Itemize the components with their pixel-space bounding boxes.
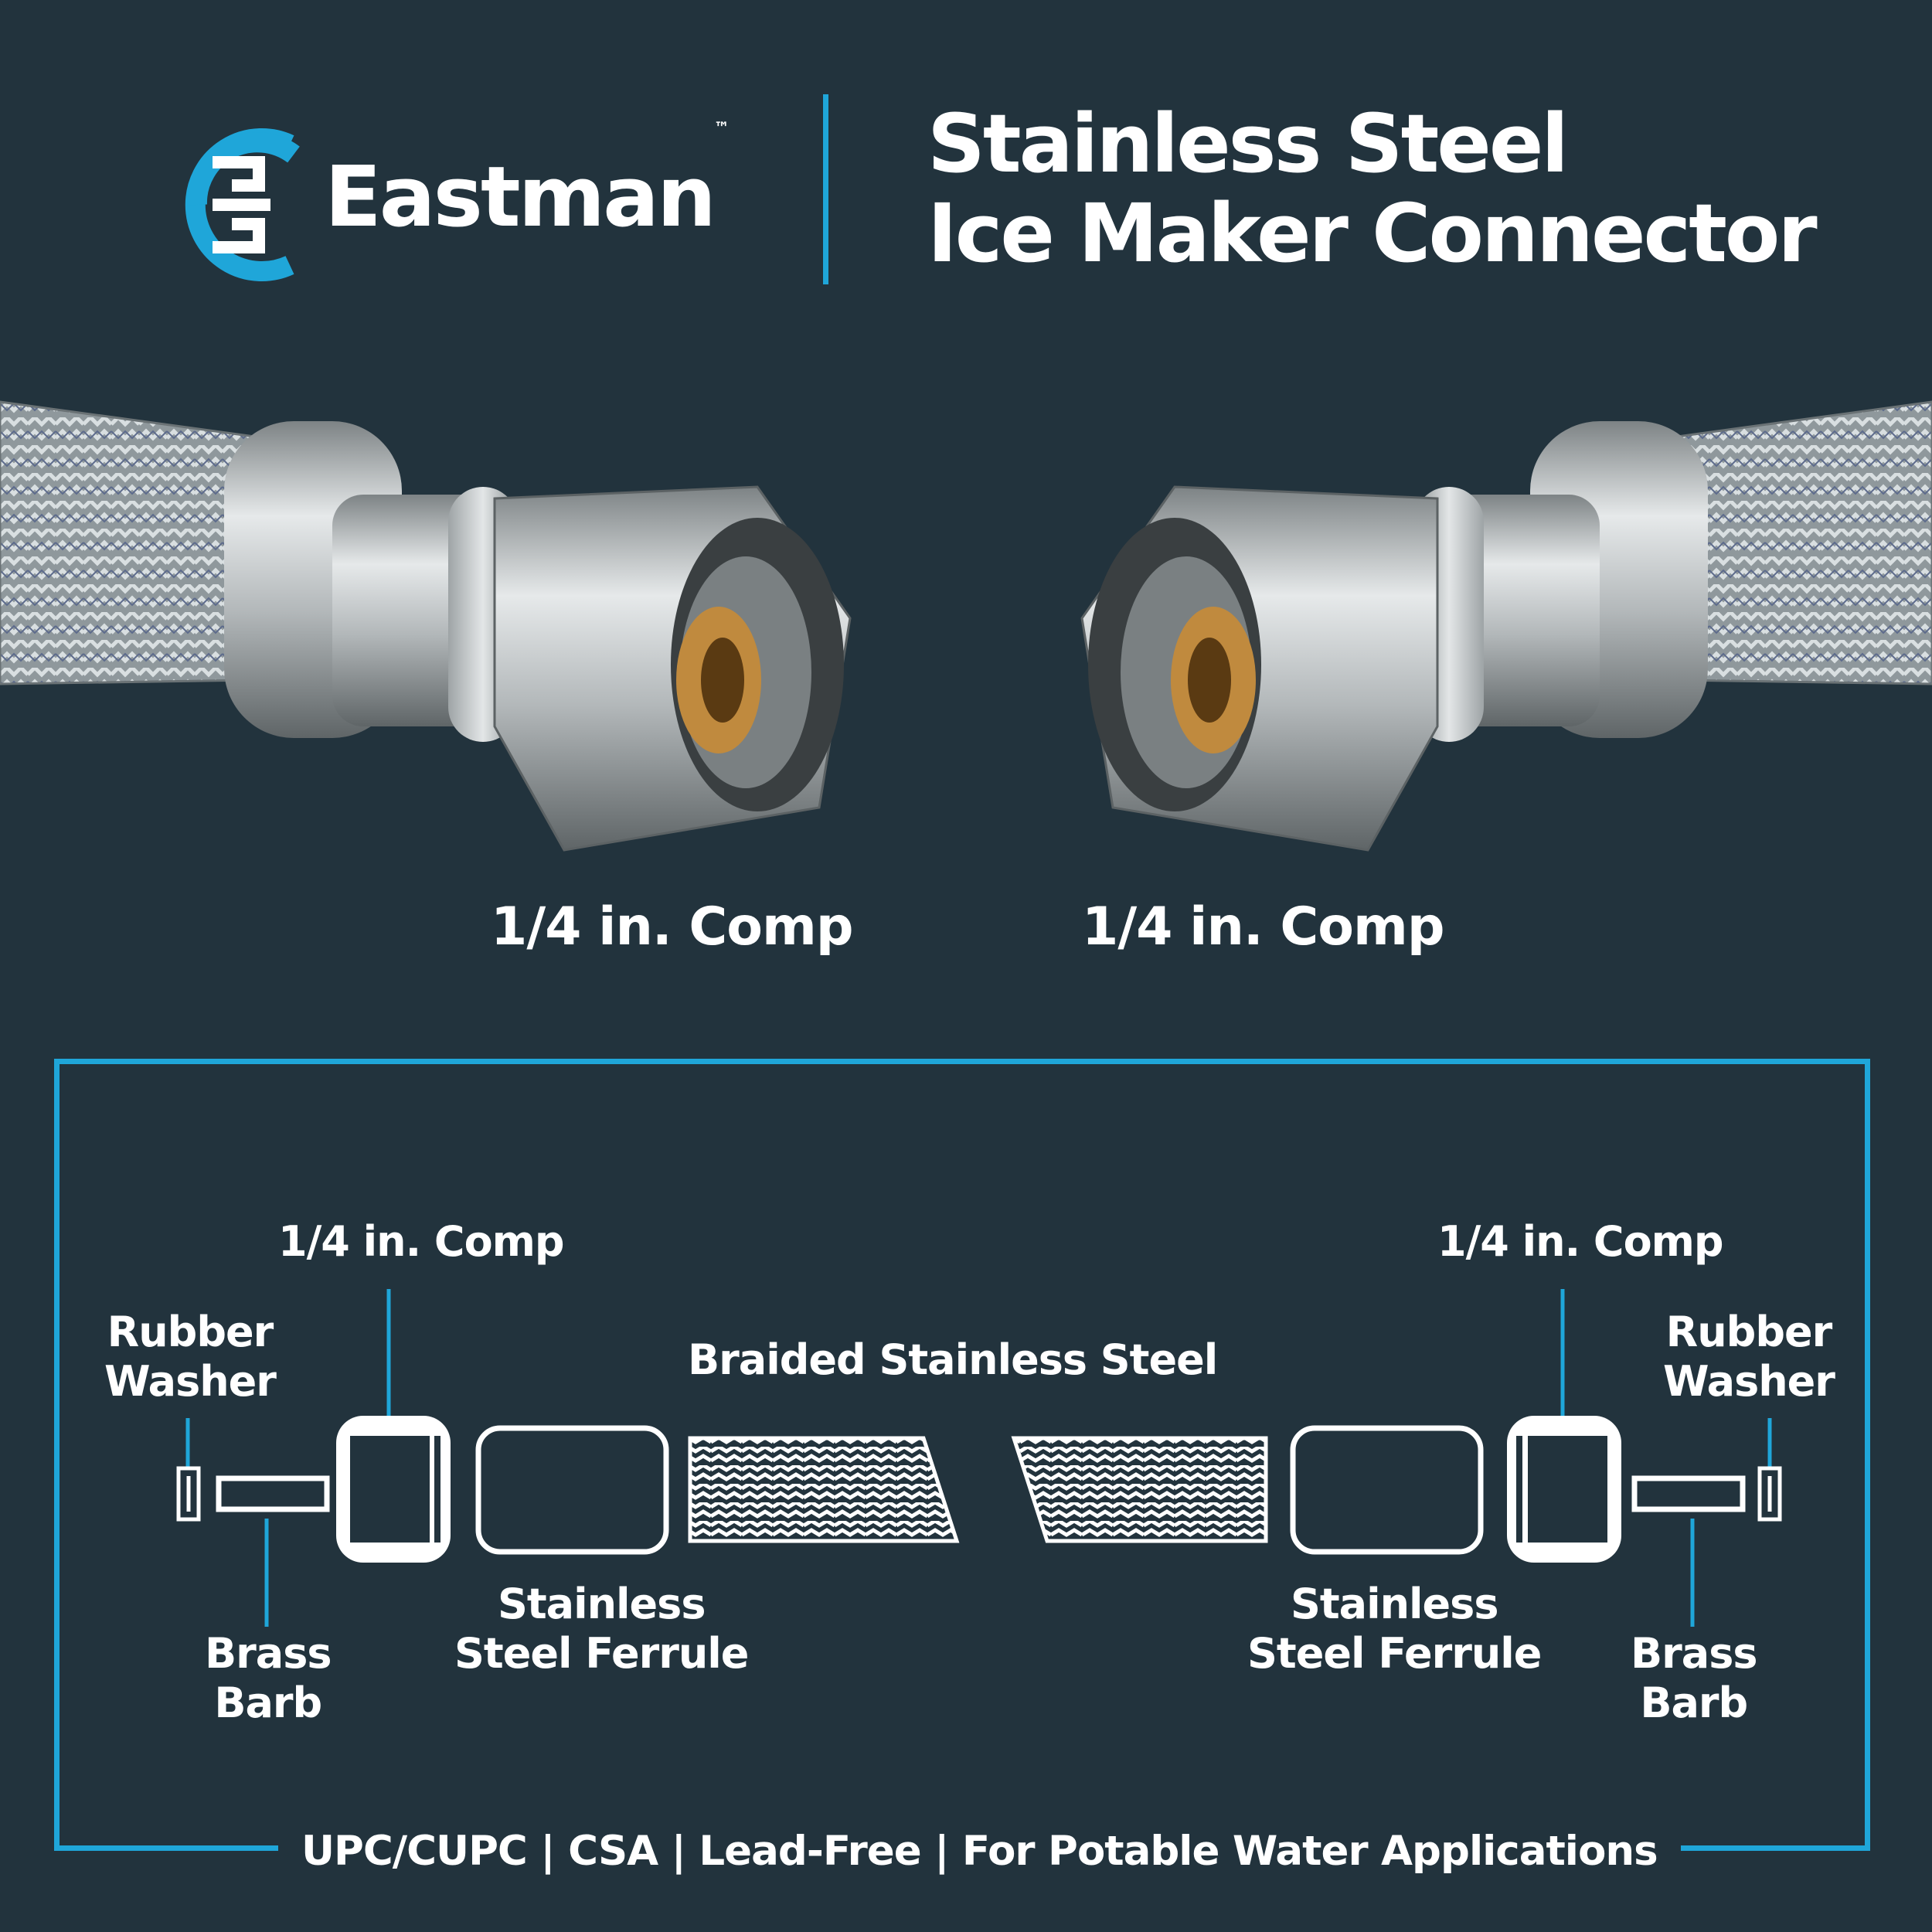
label-braided-stainless-steel: Braided Stainless Steel [688,1335,1218,1384]
label-left-ferrule-line1: Stainless [497,1580,706,1628]
label-right-washer-line1: Rubber [1665,1308,1833,1356]
label-left-ferrule-line2: Steel Ferrule [454,1629,749,1678]
brand-name-text: Eastman [325,148,716,246]
diagram-frame [54,1059,1870,1851]
label-right-washer-line2: Washer [1663,1357,1835,1406]
left-fitting-photo [0,400,852,852]
left-comp-nut-shape [336,1416,451,1563]
label-left-ferrule: Stainless Steel Ferrule [454,1580,749,1679]
brand-trademark: ™ [713,117,730,137]
left-ferrule-shape [475,1425,669,1555]
eastman-logo-icon [185,128,300,281]
right-rubber-washer-shape [1757,1466,1782,1522]
right-braid-shape [1011,1436,1268,1543]
leader-lines [185,1289,1772,1627]
brand-mark-spacer [170,131,301,263]
label-left-washer-line2: Washer [104,1357,277,1406]
right-fitting-photo [1080,400,1932,852]
label-left-rubber-washer: Rubber Washer [104,1308,277,1406]
label-right-comp: 1/4 in. Comp [1437,1217,1724,1266]
label-left-comp: 1/4 in. Comp [278,1217,565,1266]
label-right-ferrule-line1: Stainless [1290,1580,1499,1628]
right-brass-barb-shape [1631,1475,1746,1512]
brand-logo: Eastman ™ [170,118,730,270]
left-brass-barb-shape [216,1475,330,1512]
right-comp-nut-shape [1507,1416,1621,1563]
right-ferrule-shape [1290,1425,1484,1555]
certification-footer: UPC/CUPC | CSA | Lead-Free | For Potable… [278,1820,1681,1882]
label-right-barb-line2: Barb [1640,1679,1748,1727]
photo-label-right: 1/4 in. Comp [1082,896,1445,957]
left-rubber-washer-shape [176,1466,201,1522]
header-divider [823,94,828,284]
title-line-2: Ice Maker Connector [927,186,1818,281]
label-right-brass-barb: Brass Barb [1631,1629,1758,1728]
page-title: Stainless Steel Ice Maker Connector [927,97,1818,281]
left-braid-shape [688,1436,960,1543]
label-left-washer-line1: Rubber [107,1308,274,1356]
label-right-ferrule-line2: Steel Ferrule [1247,1629,1542,1678]
label-left-barb-line1: Brass [205,1629,332,1678]
label-right-ferrule: Stainless Steel Ferrule [1247,1580,1542,1679]
photo-label-left: 1/4 in. Comp [491,896,854,957]
title-line-1: Stainless Steel [927,97,1569,191]
label-left-brass-barb: Brass Barb [205,1629,332,1728]
label-right-rubber-washer: Rubber Washer [1663,1308,1835,1406]
brand-name: Eastman ™ [325,118,730,246]
label-right-barb-line1: Brass [1631,1629,1758,1678]
label-left-barb-line2: Barb [214,1679,322,1727]
